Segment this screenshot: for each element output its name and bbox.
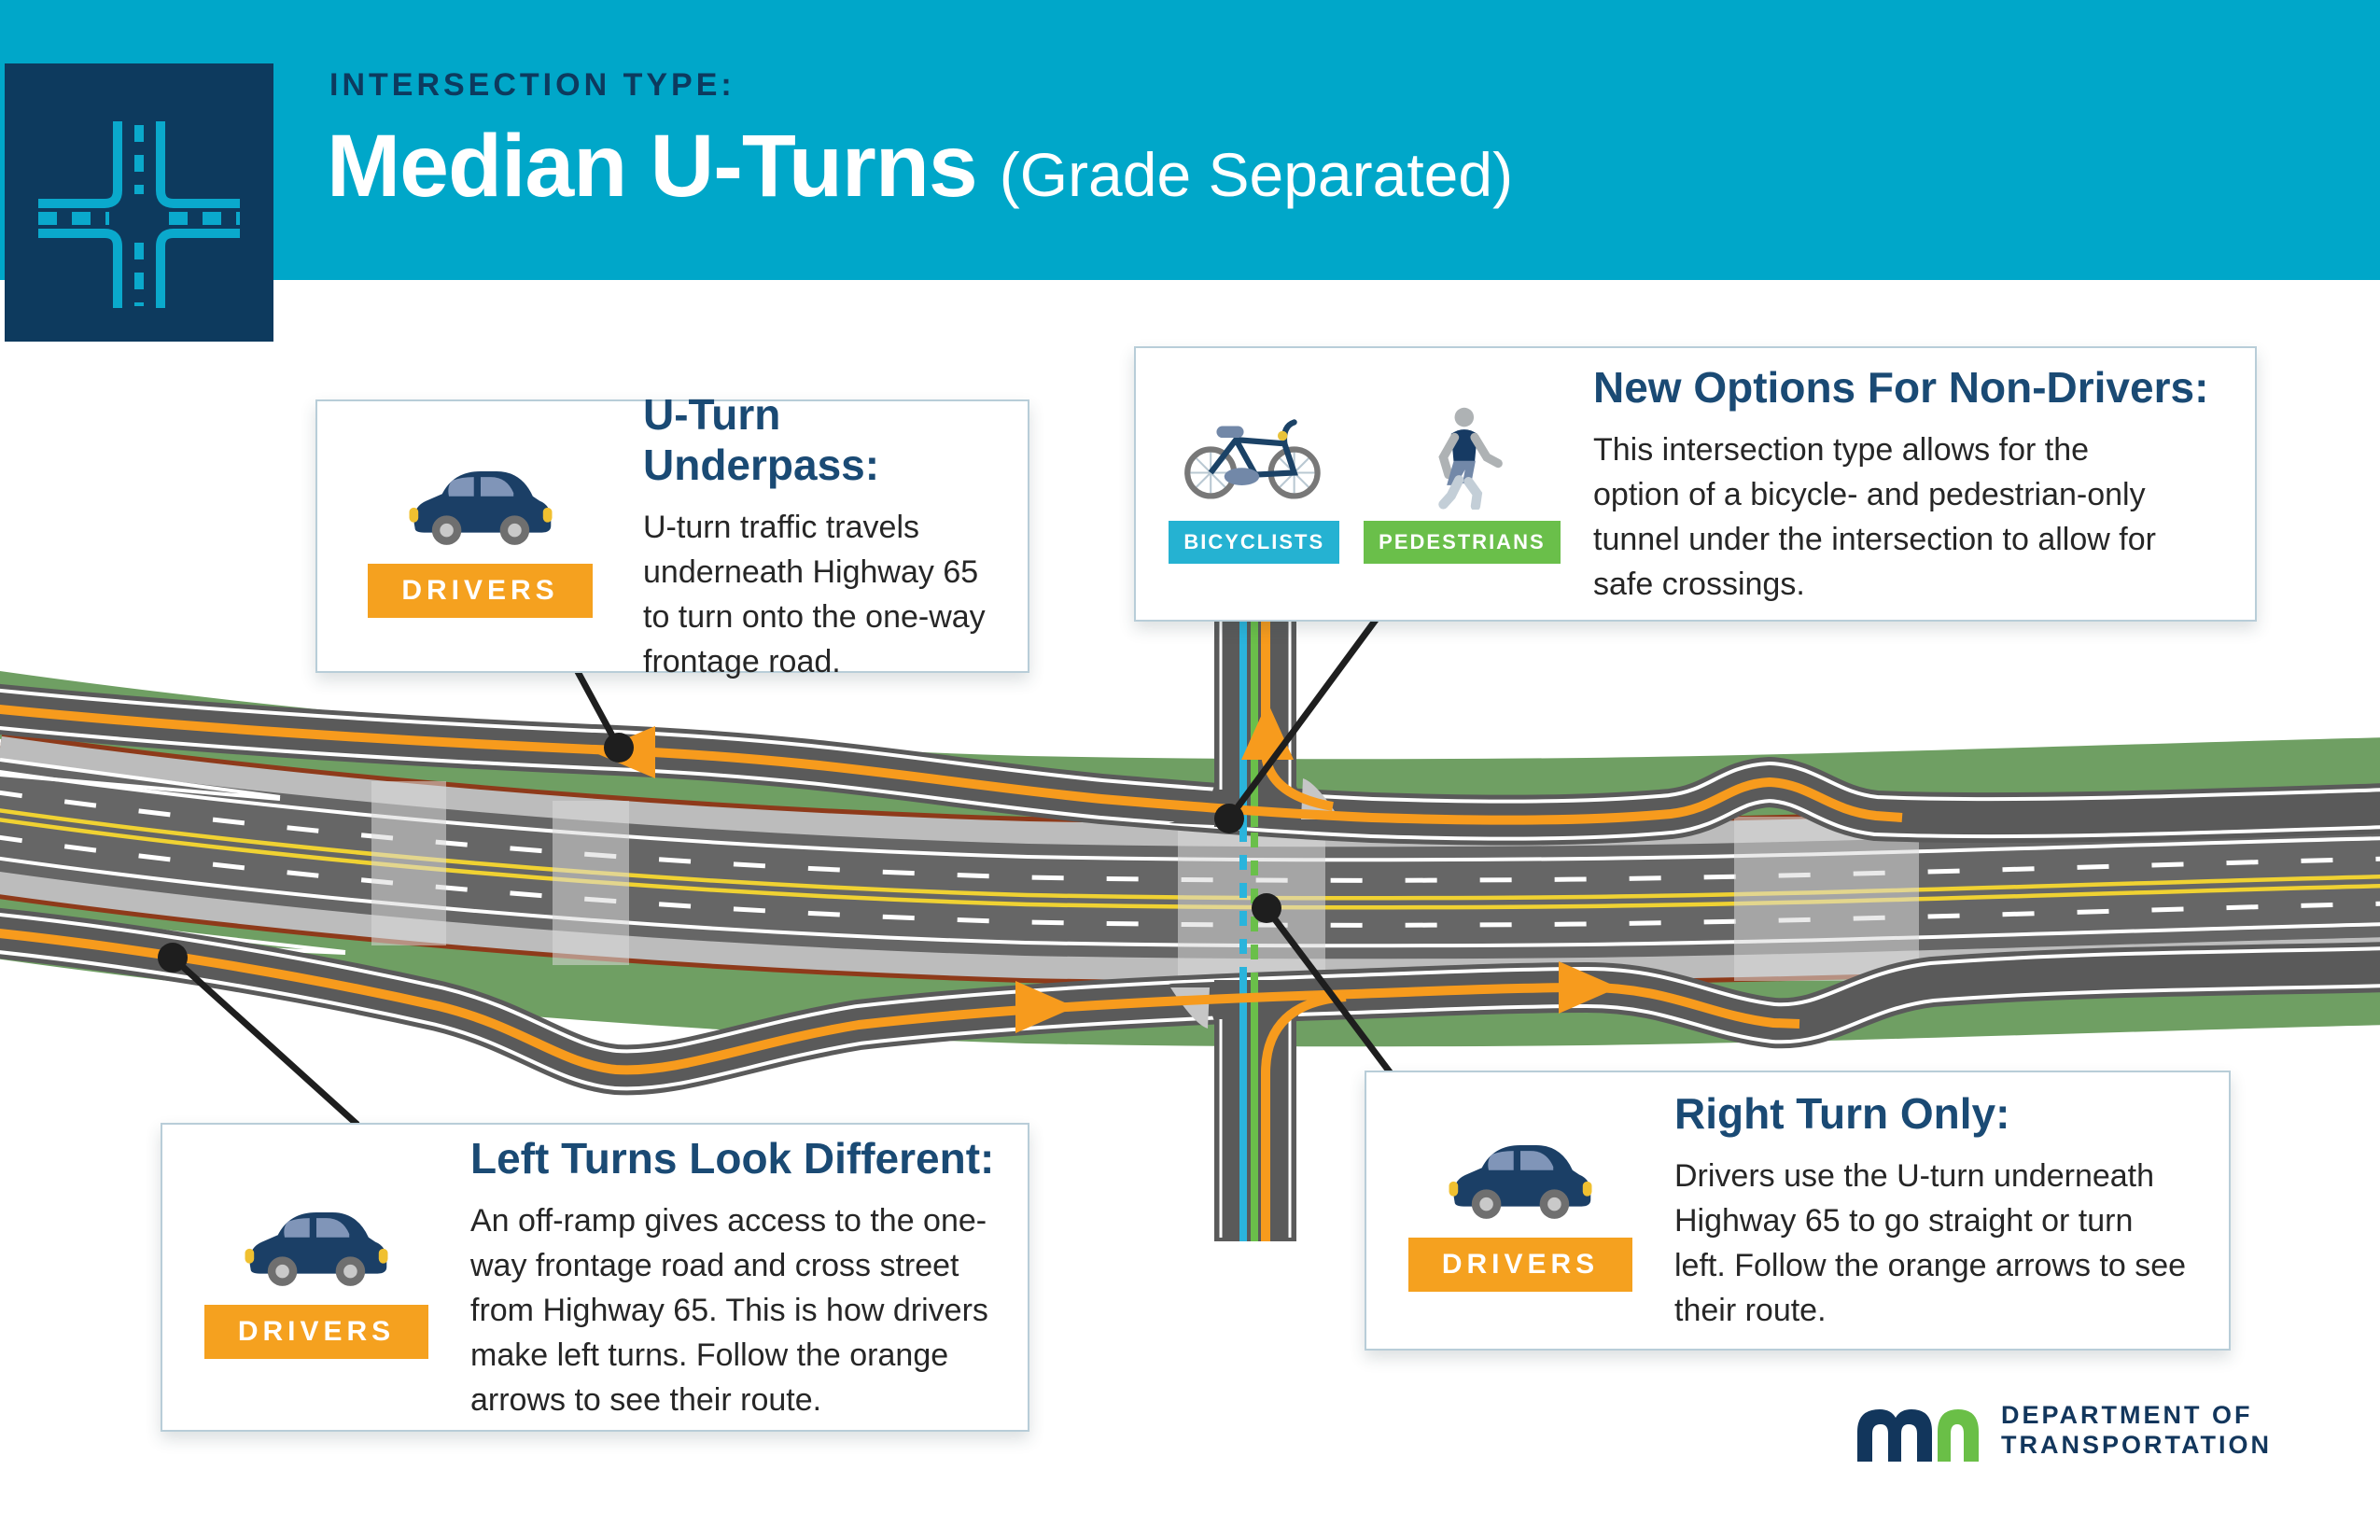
callout-heading: U-Turn Underpass: — [643, 389, 880, 489]
pedestrian-icon — [1438, 407, 1504, 510]
logo-line1: DEPARTMENT OF — [2001, 1401, 2253, 1429]
header-band — [0, 0, 2380, 280]
drivers-badge: DRIVERS — [203, 1304, 429, 1359]
brand-square — [5, 63, 273, 342]
drivers-badge: DRIVERS — [368, 563, 593, 618]
mn-logo-icon — [1857, 1409, 1979, 1462]
page-subtitle: (Grade Separated) — [999, 140, 1514, 209]
car-icon — [245, 1211, 388, 1286]
car-icon — [1449, 1145, 1592, 1219]
callout-non-drivers: BICYCLISTS PEDESTRIANS New Options For N… — [1134, 346, 2257, 622]
callout-heading: Right Turn Only: — [1674, 1089, 2010, 1138]
callout-body: U-turn traffic travels underneath Highwa… — [643, 509, 986, 679]
route-arrows — [594, 702, 1618, 1033]
drivers-badge: DRIVERS — [1407, 1238, 1633, 1292]
page-title: Median U-Turns — [327, 117, 978, 216]
crossroads-icon — [38, 121, 240, 308]
callout-heading: New Options For Non-Drivers: — [1593, 362, 2209, 412]
pedestrians-badge: PEDESTRIANS — [1364, 520, 1561, 564]
callout-connectors — [158, 613, 1393, 1127]
bike-ped-routes — [1239, 618, 1258, 1241]
callout-body: Drivers use the U-turn underneath Highwa… — [1674, 1158, 2187, 1328]
intersection-type-label: INTERSECTION TYPE: — [329, 67, 735, 103]
callout-heading: Left Turns Look Different: — [470, 1133, 995, 1183]
callout-left-turns: DRIVERS Left Turns Look Different: An of… — [161, 1123, 1029, 1432]
logo-line2: TRANSPORTATION — [2001, 1431, 2272, 1459]
bicycle-icon — [1183, 418, 1321, 499]
callout-body: An off-ramp gives access to the one- way… — [470, 1202, 988, 1418]
bicyclists-badge: BICYCLISTS — [1169, 520, 1340, 564]
callout-uturn-underpass: DRIVERS U-Turn Underpass: U-turn traffic… — [315, 390, 1029, 679]
car-icon — [409, 470, 552, 545]
callout-body: This intersection type allows for the op… — [1593, 431, 2156, 602]
callout-right-turn: DRIVERS Right Turn Only: Drivers use the… — [1365, 1071, 2231, 1351]
mndot-logo: DEPARTMENT OF TRANSPORTATION — [1852, 1393, 2272, 1467]
page-title-row: Median U-Turns (Grade Separated) — [327, 116, 1513, 217]
